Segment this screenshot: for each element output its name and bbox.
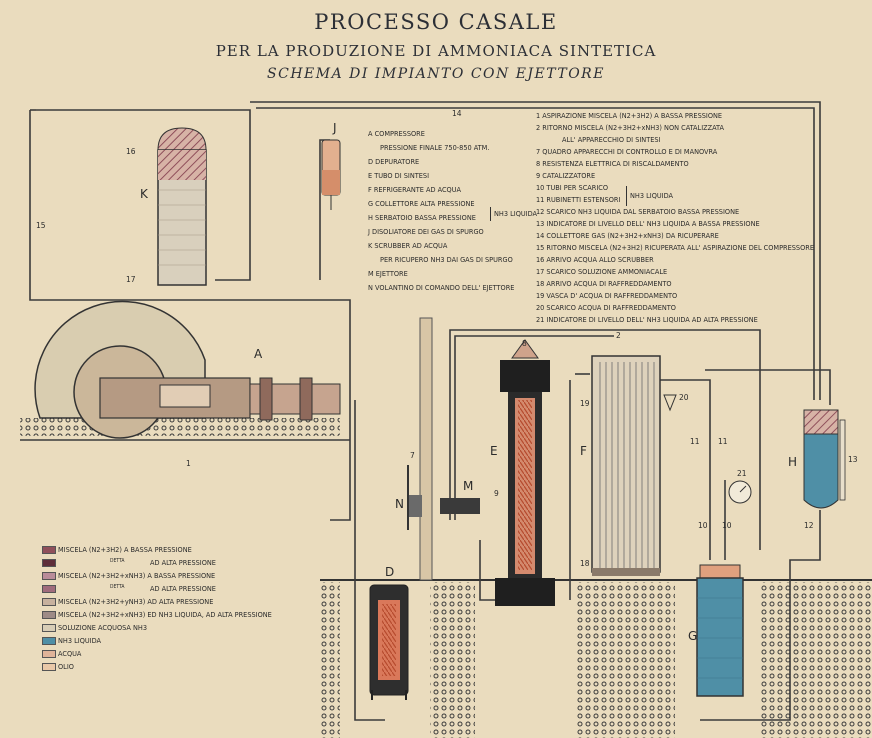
label-G: G (688, 629, 697, 643)
marker-12: 12 (804, 521, 814, 530)
marker-1: 1 (186, 459, 191, 468)
component-item: K SCRUBBER AD ACQUA (368, 241, 448, 250)
component-item: A COMPRESSORE (368, 129, 425, 138)
pipes (20, 101, 831, 721)
component-item: F REFRIGERANTE AD ACQUA (368, 185, 462, 194)
numbered-item: 12 SCARICO NH3 LIQUIDA DAL SERBATOIO BAS… (536, 207, 740, 216)
poster-subtitle: PER LA PRODUZIONE DI AMMONIACA SINTETICA (215, 42, 657, 60)
brace-GH-label: NH3 LIQUIDA (490, 207, 537, 221)
label-A: A (254, 347, 263, 361)
label-N: N (395, 497, 404, 511)
marker-13: 13 (848, 455, 858, 464)
numbered-item: 13 INDICATORE DI LIVELLO DELL' NH3 LIQUI… (536, 219, 760, 228)
numbered-item: 14 COLLETTORE GAS (N2+3H2+xNH3) DA RICUP… (536, 231, 719, 240)
brace-10-11-label: NH3 LIQUIDA (626, 186, 673, 206)
marker-21: 21 (737, 469, 747, 478)
ground-foundations (20, 317, 872, 738)
marker-11a: 11 (690, 437, 700, 446)
label-D: D (385, 565, 394, 579)
legend-swatch (42, 546, 56, 554)
marker-17: 17 (126, 275, 136, 284)
component-item: M EJETTORE (368, 269, 408, 278)
numbered-item: 20 SCARICO ACQUA DI RAFFREDDAMENTO (536, 303, 676, 312)
numbered-item: 21 INDICATORE DI LIVELLO DELL' NH3 LIQUI… (536, 315, 758, 324)
tank-H (803, 409, 846, 509)
legend-label: MISCELA (N2+3H2+yNH3) AD ALTA PRESSIONE (58, 597, 214, 606)
marker-15: 15 (36, 221, 46, 230)
refrigerator-F (591, 355, 677, 576)
synthesis-tube-E (495, 339, 555, 606)
label-M: M (463, 479, 473, 493)
poster-caption: SCHEMA DI IMPIANTO CON EJETTORE (267, 66, 605, 82)
legend-swatch (42, 611, 56, 619)
marker-2: 2 (616, 331, 621, 340)
component-item: N VOLANTINO DI COMANDO DELL' EJETTORE (368, 283, 515, 292)
legend-label: OLIO (58, 662, 74, 671)
legend-label: DETTA (110, 558, 125, 564)
component-item: E TUBO DI SINTESI (368, 171, 430, 180)
poster-title: PROCESSO CASALE (314, 10, 558, 34)
marker-10b: 10 (722, 521, 732, 530)
numbered-item: 15 RITORNO MISCELA (N2+3H2) RICUPERATA A… (536, 243, 814, 252)
marker-14: 14 (452, 109, 462, 118)
label-K: K (140, 187, 149, 201)
legend-label: MISCELA (N2+3H2+xNH3) A BASSA PRESSIONE (58, 571, 216, 580)
numbered-item: ALL' APPARECCHIO DI SINTESI (562, 135, 661, 144)
marker-7: 7 (410, 451, 415, 460)
numbered-item: 16 ARRIVO ACQUA ALLO SCRUBBER (536, 255, 654, 264)
numbered-item: 17 SCARICO SOLUZIONE AMMONIACALE (536, 267, 668, 276)
collector-G (696, 480, 752, 697)
legend-label: NH3 LIQUIDA (58, 636, 102, 645)
marker-11b: 11 (718, 437, 728, 446)
numbered-item: 8 RESISTENZA ELETTRICA DI RISCALDAMENTO (536, 159, 689, 168)
legend-label: MISCELA (N2+3H2) A BASSA PRESSIONE (58, 545, 192, 554)
legend-label: SOLUZIONE ACQUOSA NH3 (58, 623, 148, 632)
legend-label: MISCELA (N2+3H2+xNH3) ED NH3 LIQUIDA, AD… (58, 610, 272, 619)
legend-swatch (42, 598, 56, 606)
component-item: H SERBATOIO BASSA PRESSIONE (368, 213, 476, 222)
numbered-item: 11 RUBINETTI ESTENSORI (536, 195, 621, 204)
label-H: H (788, 455, 797, 469)
ejector-M (407, 465, 480, 530)
legend-swatch (42, 624, 56, 632)
deoiler-J (321, 139, 341, 210)
marker-18: 18 (580, 559, 590, 568)
legend-swatch (42, 650, 56, 658)
numbered-item: 10 TUBI PER SCARICO (536, 183, 609, 192)
legend-swatch (42, 663, 56, 671)
numbered-item: 19 VASCA D' ACQUA DI RAFFREDDAMENTO (536, 291, 678, 300)
legend-label: DETTA (110, 584, 125, 590)
marker-16: 16 (126, 147, 136, 156)
marker-19: 19 (580, 399, 590, 408)
scrubber-K (157, 127, 207, 286)
marker-9: 9 (494, 489, 499, 498)
legend-swatch (42, 585, 56, 593)
label-E: E (490, 444, 498, 458)
component-item: G COLLETTORE ALTA PRESSIONE (368, 199, 475, 208)
label-J: J (332, 121, 337, 135)
component-item: D DEPURATORE (368, 157, 420, 166)
marker-10a: 10 (698, 521, 708, 530)
component-item: PRESSIONE FINALE 750-850 ATM. (380, 143, 490, 152)
numbered-item: 1 ASPIRAZIONE MISCELA (N2+3H2) A BASSA P… (536, 111, 723, 120)
numbered-item: 9 CATALIZZATORE (536, 171, 596, 180)
legend-swatch (42, 572, 56, 580)
legend-label: AD ALTA PRESSIONE (150, 584, 216, 593)
legend-label: ACQUA (58, 649, 82, 658)
marker-20: 20 (679, 393, 689, 402)
marker-8: 8 (522, 339, 527, 348)
legend-label: AD ALTA PRESSIONE (150, 558, 216, 567)
numbered-item: 18 ARRIVO ACQUA DI RAFFREDDAMENTO (536, 279, 672, 288)
legend-swatch (42, 637, 56, 645)
numbered-item: 7 QUADRO APPARECCHI DI CONTROLLO E DI MA… (536, 147, 718, 156)
component-item: J DISOLIATORE DEI GAS DI SPURGO (368, 227, 484, 236)
label-F: F (580, 444, 587, 458)
depurator-D (369, 584, 409, 700)
compressor-A (34, 300, 341, 439)
legend-swatch (42, 559, 56, 567)
numbered-item: 2 RITORNO MISCELA (N2+3H2+xNH3) NON CATA… (536, 123, 724, 132)
component-item: PER RICUPERO NH3 DAI GAS DI SPURGO (380, 255, 513, 264)
